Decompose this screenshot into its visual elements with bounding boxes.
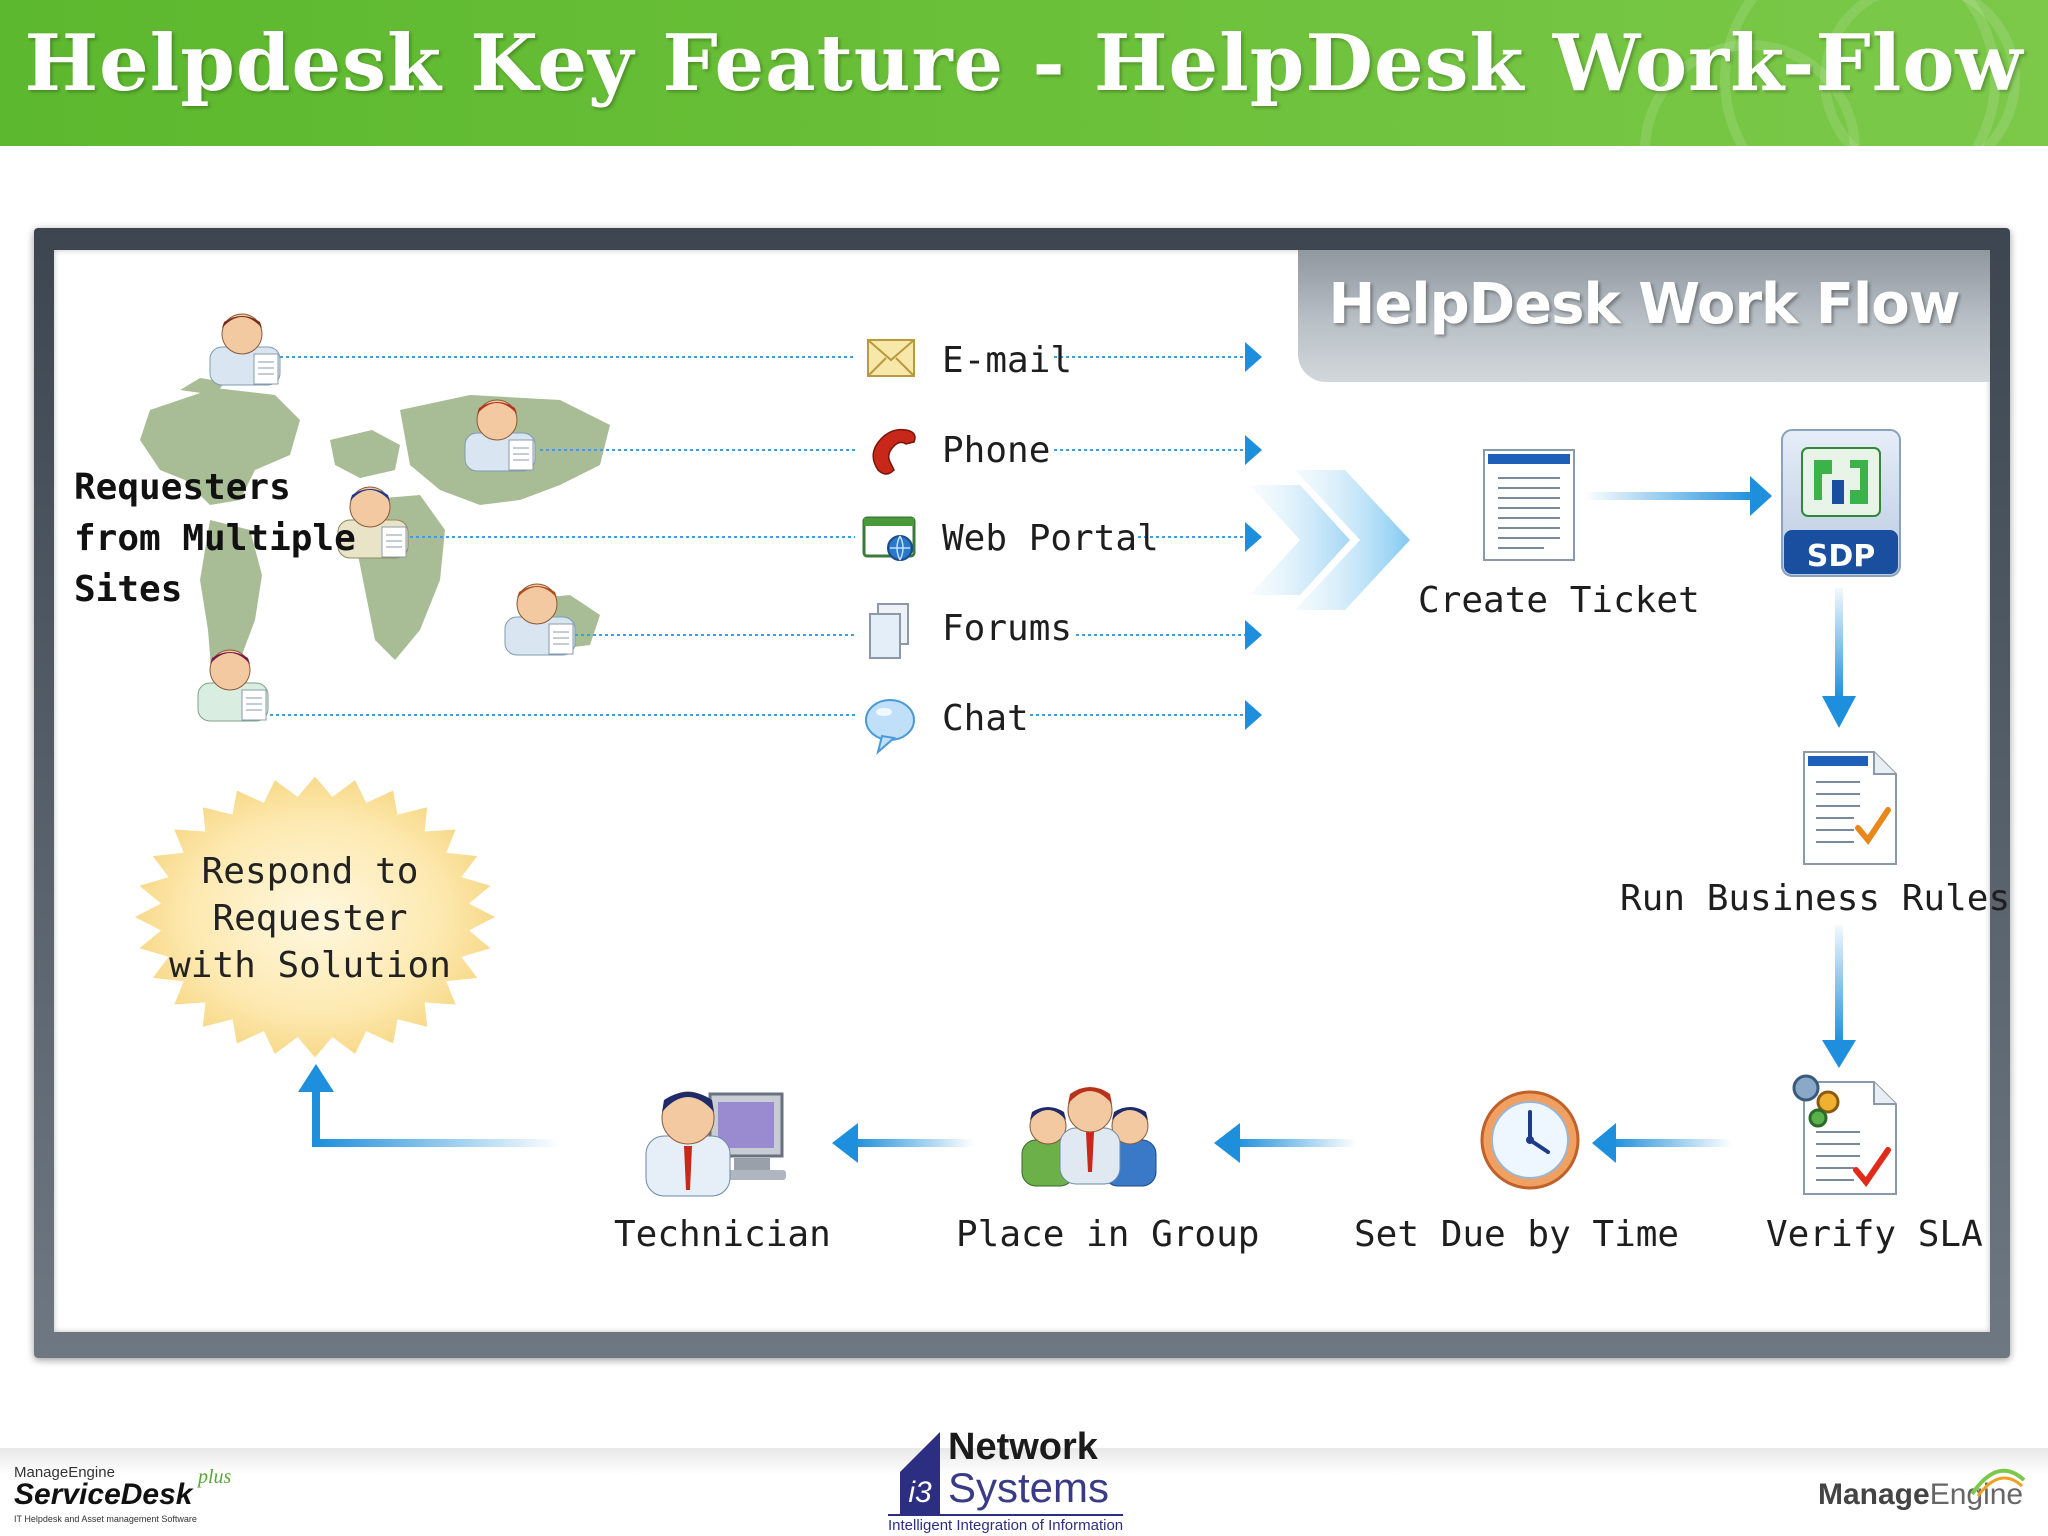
- arrow-rules-to-sla: [1835, 925, 1843, 1043]
- logo-tagline: IT Helpdesk and Asset management Softwar…: [14, 1514, 197, 1524]
- set-due-by-time-label: Set Due by Time: [1354, 1214, 1680, 1255]
- requester-person-icon: [197, 649, 269, 722]
- channel-email-label: E-mail: [942, 340, 1073, 381]
- manageengine-engine-text: Engine: [1929, 1478, 2024, 1511]
- logo-brand-text: ManageEngine: [14, 1464, 115, 1481]
- technician-icon: [645, 1091, 786, 1197]
- channel-connectors: [1030, 356, 1245, 716]
- channel-chat-label: Chat: [942, 698, 1029, 739]
- verify-sla-label: Verify SLA: [1766, 1214, 1983, 1255]
- starburst-badge: [135, 776, 495, 1058]
- manageengine-logo: ManageEngine: [1818, 1468, 2038, 1528]
- slide-title: Helpdesk Key Feature - HelpDesk Work-Flo…: [24, 18, 2024, 109]
- run-business-rules-label: Run Business Rules: [1620, 878, 2011, 919]
- arrow-sdp-to-rules: [1835, 588, 1843, 698]
- manageengine-swoosh-icon: [1970, 1468, 2026, 1497]
- channel-web-portal-label: Web Portal: [942, 518, 1159, 559]
- requester-person-icon: [504, 583, 576, 656]
- servicedesk-plus-logo: ManageEngine ServiceDesk plus IT Helpdes…: [14, 1464, 238, 1530]
- manageengine-manage-text: Manage: [1818, 1478, 1930, 1511]
- panel-title-tab: [1298, 250, 1990, 382]
- title-banner: [0, 0, 2048, 146]
- i3-mark-triangle: [900, 1432, 940, 1472]
- requester-person-icon: [209, 313, 281, 386]
- chat-bubble-icon: [865, 699, 915, 755]
- business-rules-document-icon: [1803, 751, 1897, 865]
- ticket-document-icon: [1483, 449, 1575, 561]
- verify-sla-document-icon: [1792, 1074, 1897, 1195]
- web-portal-icon: [862, 516, 916, 561]
- sdp-app-icon: [1781, 429, 1901, 577]
- channel-arrowheads: [1245, 342, 1262, 730]
- return-arrow: [312, 1092, 560, 1147]
- sdp-badge-label: SDP: [1807, 539, 1876, 574]
- phone-icon: [872, 428, 916, 475]
- group-people-icon: [1021, 1087, 1157, 1187]
- create-ticket-label: Create Ticket: [1418, 580, 1700, 621]
- forums-icon: [869, 603, 909, 659]
- requester-connectors: [270, 356, 855, 716]
- arrow-sla-to-duetime: [1612, 1139, 1732, 1147]
- arrow-ticket-to-sdp: [1584, 492, 1754, 500]
- logo-plus-text: plus: [198, 1466, 232, 1488]
- i3-network-text: Network: [948, 1426, 1098, 1468]
- clock-icon: [1480, 1090, 1580, 1190]
- requester-person-icon: [337, 486, 409, 559]
- requesters-label: Requesters from Multiple Sites: [74, 467, 356, 610]
- arrow-group-to-technician: [854, 1139, 974, 1147]
- logo-product-text: ServiceDesk: [14, 1478, 193, 1511]
- i3-systems-text: Systems: [948, 1464, 1110, 1511]
- panel-title: HelpDesk Work Flow: [1328, 272, 1961, 337]
- requester-person-icon: [464, 399, 536, 472]
- footer: [0, 1448, 2048, 1536]
- envelope-icon: [867, 339, 915, 377]
- i3-network-systems-logo: i3 Network Systems Intelligent Integrati…: [888, 1424, 1178, 1534]
- technician-label: Technician: [614, 1214, 831, 1255]
- arrow-duetime-to-group: [1236, 1139, 1356, 1147]
- place-in-group-label: Place in Group: [956, 1214, 1260, 1255]
- funnel-chevron-icon: [1250, 470, 1410, 610]
- channel-forums-label: Forums: [942, 608, 1073, 649]
- i3-tagline: Intelligent Integration of Information: [888, 1514, 1124, 1534]
- respond-label: Respond to Requester with Solution: [169, 851, 451, 986]
- i3-mark: i3: [900, 1472, 940, 1514]
- channel-phone-label: Phone: [942, 430, 1051, 471]
